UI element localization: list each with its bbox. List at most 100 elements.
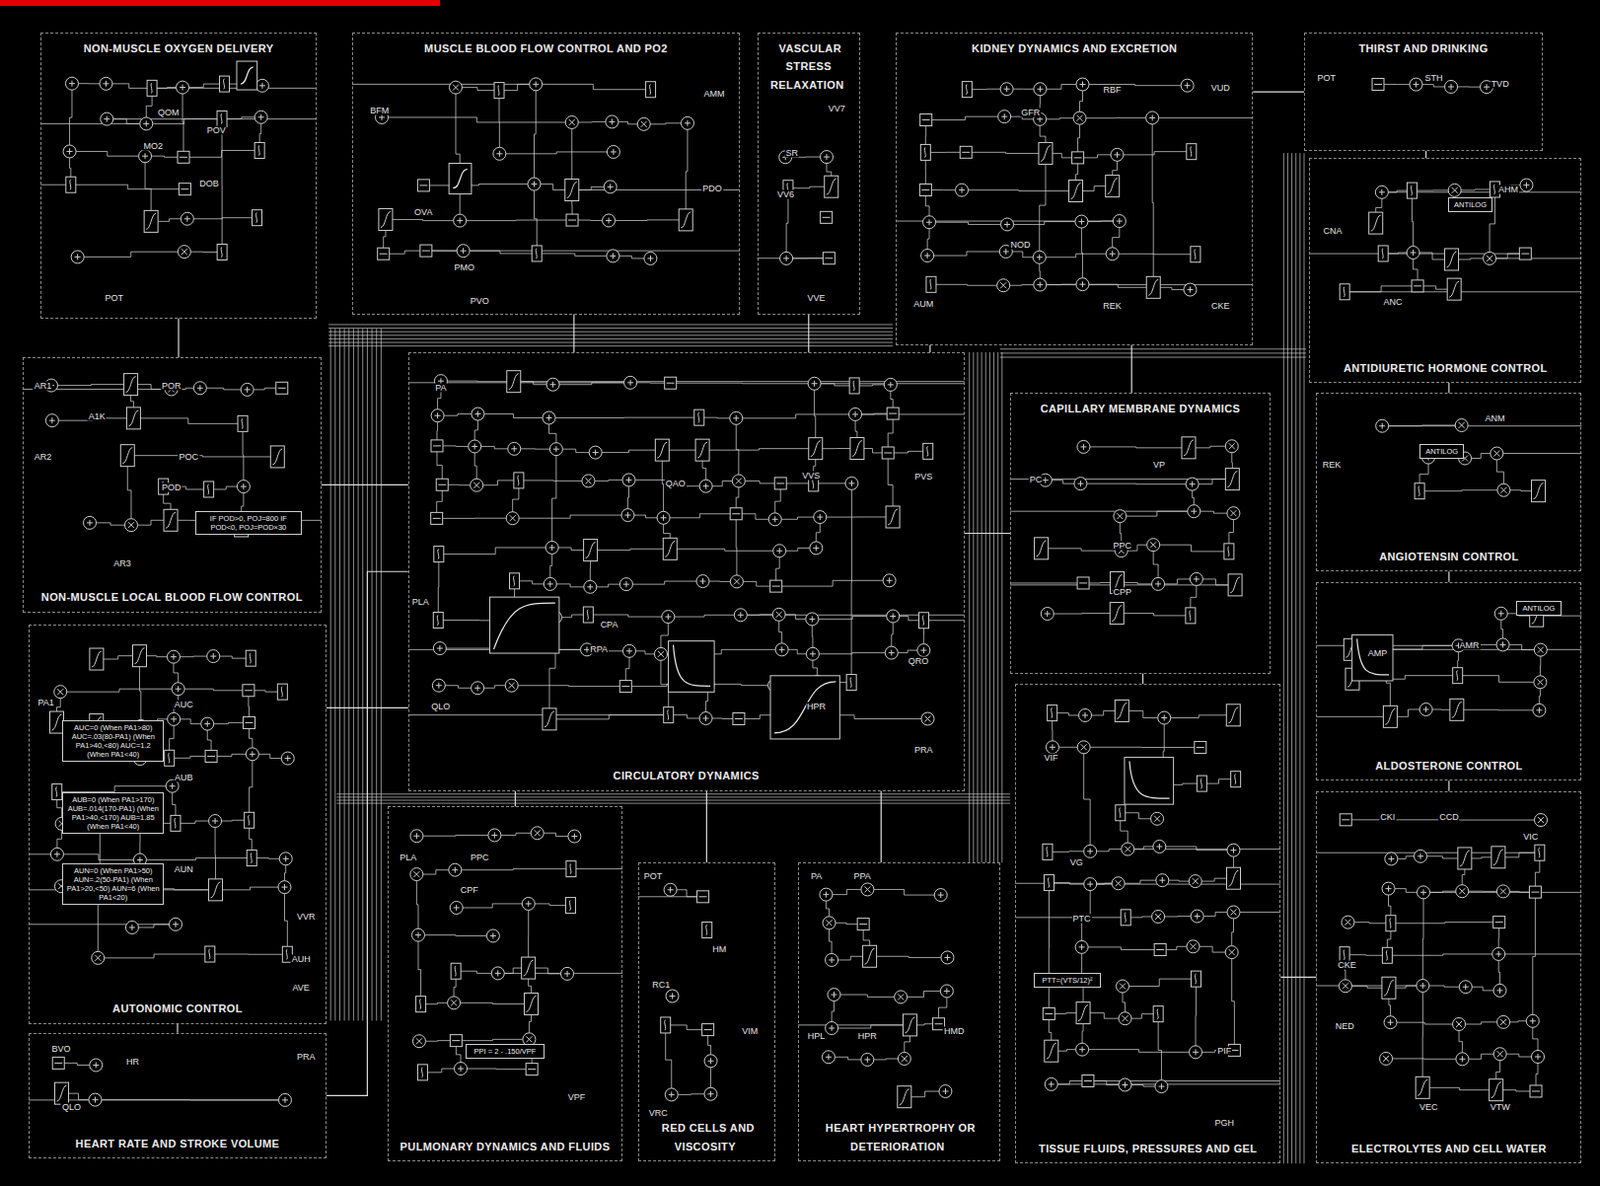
block-symbol xyxy=(100,112,114,126)
wire xyxy=(1344,286,1418,292)
block-symbol xyxy=(508,441,521,455)
summer-symbol xyxy=(456,244,470,258)
block-symbol xyxy=(1194,740,1207,753)
block-symbol xyxy=(1190,909,1204,923)
block-symbol xyxy=(217,110,227,127)
block-symbol xyxy=(217,243,227,260)
block-symbol xyxy=(1190,246,1201,263)
summer-symbol xyxy=(255,78,269,92)
plus-mark xyxy=(1387,855,1394,862)
integrator-symbol xyxy=(237,415,248,432)
wire xyxy=(831,1024,910,1028)
graph-frame xyxy=(1124,757,1174,805)
wire xyxy=(511,684,627,687)
summer-symbol xyxy=(644,251,657,265)
function-box xyxy=(55,1082,70,1104)
integrator-mark xyxy=(1157,1009,1159,1019)
wire xyxy=(587,614,668,617)
block-symbol xyxy=(820,211,833,223)
integrator-symbol xyxy=(494,82,505,99)
summer-symbol xyxy=(696,575,710,588)
block-symbol xyxy=(805,612,819,626)
summer-symbol xyxy=(1001,218,1015,231)
wire xyxy=(1344,290,1582,292)
block-symbol xyxy=(729,575,743,588)
multiplier-symbol xyxy=(1453,1018,1466,1031)
wire xyxy=(1422,1087,1496,1090)
wire xyxy=(536,253,613,256)
block-symbol xyxy=(521,896,535,910)
function-box xyxy=(1445,248,1459,271)
divider-symbol xyxy=(1519,247,1531,260)
summer-symbol xyxy=(606,249,620,263)
sigmoid-curve xyxy=(1078,1005,1089,1021)
divider-mark xyxy=(1079,581,1088,583)
summer-symbol xyxy=(100,112,114,126)
plus-mark xyxy=(460,247,467,254)
times-mark xyxy=(1231,908,1237,915)
block-symbol xyxy=(52,1056,65,1069)
times-mark xyxy=(735,477,742,484)
block-symbol xyxy=(1033,82,1047,96)
summer-symbol xyxy=(1376,419,1389,433)
times-mark xyxy=(1458,887,1465,894)
block-symbol xyxy=(1533,643,1547,656)
wire xyxy=(1385,1057,1462,1059)
wire xyxy=(1195,978,1197,1052)
sigmoid-curve xyxy=(135,648,146,664)
times-mark xyxy=(826,919,833,926)
plus-mark xyxy=(1004,220,1011,227)
block-symbol xyxy=(1227,905,1240,919)
multiplier-symbol xyxy=(505,678,518,692)
divider-symbol xyxy=(205,749,218,762)
integrator-symbol xyxy=(1378,245,1388,262)
summer-symbol xyxy=(1185,477,1199,491)
block-symbol xyxy=(660,1017,671,1033)
block-symbol xyxy=(125,920,139,934)
block-symbol xyxy=(54,685,68,699)
divider-mark xyxy=(419,184,428,186)
wire xyxy=(97,953,211,958)
wire xyxy=(408,714,669,716)
wire xyxy=(855,413,964,415)
integrator-mark xyxy=(517,475,519,486)
sigmoid-curve xyxy=(899,1089,910,1105)
divider-mark xyxy=(772,585,781,587)
wire xyxy=(667,614,741,617)
block-symbol xyxy=(807,376,821,390)
block-symbol xyxy=(71,250,84,264)
plus-mark xyxy=(1523,182,1529,189)
wire xyxy=(1411,190,1413,253)
block-symbol xyxy=(861,1052,874,1066)
plus-mark xyxy=(1042,477,1049,484)
summer-symbol xyxy=(432,678,445,692)
integrator-mark xyxy=(70,179,72,190)
summer-symbol xyxy=(805,612,819,626)
times-mark xyxy=(1190,943,1197,949)
block-symbol xyxy=(1077,740,1091,754)
times-mark xyxy=(1116,512,1123,519)
block-symbol xyxy=(940,984,953,998)
summer-symbol xyxy=(934,888,947,902)
block-symbol xyxy=(897,1051,911,1065)
block-symbol xyxy=(882,574,896,587)
graph-frame xyxy=(236,61,258,90)
plus-mark xyxy=(510,445,517,452)
function-box xyxy=(270,445,285,468)
block-symbol xyxy=(1453,667,1463,684)
block-symbol xyxy=(1534,813,1548,827)
integrator-symbol xyxy=(1414,483,1425,500)
integrator-mark xyxy=(1189,610,1191,621)
plus-mark xyxy=(1161,715,1167,722)
plus-mark xyxy=(592,449,599,456)
summer-symbol xyxy=(622,473,636,487)
summer-symbol xyxy=(1496,638,1510,652)
plus-mark xyxy=(809,651,816,657)
equation-text: AUB=0 (When PA1>170) AUB=.014(170-PA1) (… xyxy=(68,795,159,831)
block-symbol xyxy=(1454,418,1468,432)
block-symbol xyxy=(278,1092,291,1106)
block-symbol xyxy=(1383,1016,1397,1029)
model-block: THIRST AND DRINKING xyxy=(1304,32,1543,151)
integrator-symbol xyxy=(66,176,76,193)
block-symbol xyxy=(1224,543,1235,560)
